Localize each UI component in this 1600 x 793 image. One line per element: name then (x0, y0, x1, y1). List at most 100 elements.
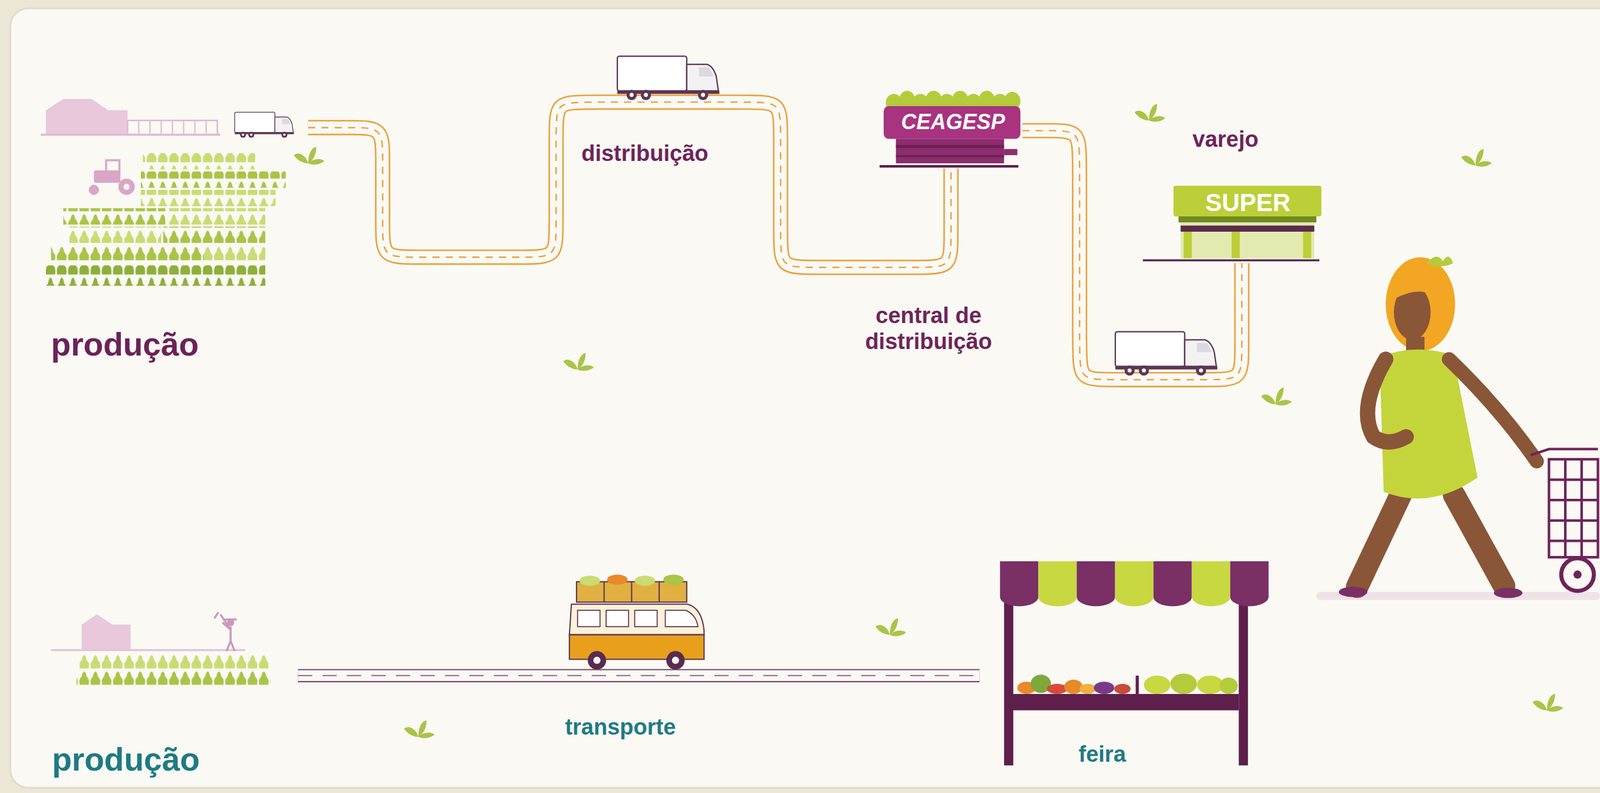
van (666, 650, 685, 670)
stage-label: central de distribuição (864, 303, 992, 355)
van (634, 610, 658, 627)
ceagesp-building (896, 138, 1004, 164)
market-stall (1170, 673, 1197, 694)
supermarket-building (1180, 222, 1315, 259)
road-connector (1022, 130, 1242, 380)
ceagesp-building (1003, 149, 1018, 156)
market-stall (1238, 597, 1249, 766)
farm-illustration (89, 160, 136, 196)
delivery-truck (1115, 331, 1218, 376)
shopper-figure (1493, 587, 1523, 598)
node-label: produção (51, 326, 200, 364)
road-surface (1022, 130, 1242, 380)
sprigs (293, 104, 1563, 739)
shopper-figure (1530, 449, 1598, 456)
market-stall (1010, 693, 1240, 711)
farm-illustration (40, 133, 221, 136)
sprigs (563, 353, 594, 371)
shopper-figure (1316, 256, 1600, 601)
farm-illustration (140, 189, 276, 207)
shopper-figure (1387, 274, 1441, 307)
ceagesp-building (883, 106, 1021, 139)
market-stall (1153, 561, 1193, 607)
farm-illustration (51, 649, 246, 651)
farm-illustration (69, 226, 162, 243)
market-stall (1192, 561, 1231, 607)
market-stall (1093, 681, 1115, 694)
sprigs (875, 618, 907, 637)
farm-illustration (76, 669, 271, 688)
supermarket-building (1180, 225, 1315, 232)
sprigs (1261, 387, 1292, 406)
market-stall (1047, 683, 1068, 694)
farm-illustration (220, 614, 235, 651)
production-area: produção (40, 96, 308, 368)
farm-illustration (45, 265, 266, 286)
market-stall (1143, 675, 1171, 694)
market-stall (1064, 679, 1083, 694)
shopper-figure (1338, 586, 1368, 597)
farm-illustration (140, 171, 286, 189)
supermarket-building (1143, 185, 1322, 260)
sprigs (1134, 104, 1166, 123)
van (663, 574, 684, 585)
road-surface (297, 670, 980, 681)
shopper-figure (1548, 459, 1598, 558)
road-edge (297, 669, 980, 683)
farm-illustration (81, 614, 131, 651)
node-label: produção (51, 741, 200, 779)
shopper-figure (1573, 570, 1582, 579)
production-area: produção (45, 608, 299, 781)
market-stall (1230, 561, 1269, 607)
sprigs (1532, 693, 1564, 712)
farm-illustration (138, 120, 206, 135)
van (607, 574, 628, 585)
farm-illustration (142, 153, 255, 170)
shopper-figure (1357, 489, 1404, 587)
farm-illustration (224, 618, 237, 621)
van (672, 656, 680, 664)
farm-illustration (45, 99, 128, 136)
van (579, 575, 601, 586)
road-center-line (308, 101, 951, 268)
connector-label: transporte (561, 714, 680, 741)
van (577, 610, 601, 627)
market-stall-box: feira (979, 559, 1276, 774)
card-ground (10, 8, 1600, 788)
delivery-truck (617, 56, 720, 100)
road-connector (297, 675, 980, 677)
road-surface (308, 101, 951, 268)
farm-illustration (51, 244, 205, 262)
farm-illustration (51, 612, 271, 688)
farm-illustration (63, 208, 166, 225)
stage-label: varejo (1192, 126, 1259, 153)
farm-illustration (123, 183, 130, 190)
farm-illustration (163, 226, 266, 243)
sprigs (1461, 149, 1493, 167)
shopper-figure (1453, 495, 1504, 586)
road-edge (308, 101, 951, 268)
node-label: CEAGESP (901, 109, 1006, 134)
supermarket-building (1302, 231, 1312, 259)
ceagesp-building (879, 165, 1019, 168)
van (665, 610, 699, 627)
van (569, 604, 704, 635)
road-edge (1022, 130, 1242, 380)
supermarket-building (1231, 231, 1240, 259)
supermarket-building (1178, 216, 1317, 223)
farm-illustration (118, 178, 136, 196)
road-center-line (1022, 130, 1242, 380)
market-stall (1114, 683, 1131, 694)
supermarket-building (1183, 231, 1193, 259)
sprigs (403, 720, 435, 739)
shopper-figure (1449, 359, 1537, 462)
market-stall (1003, 597, 1014, 766)
shopper-figure (1367, 359, 1407, 442)
distribution-center-sign: CEAGESP (883, 91, 1023, 169)
market-stall (1038, 561, 1077, 607)
shopper-figure (1426, 256, 1454, 267)
supermarket-building (1143, 259, 1320, 262)
farm-illustration (127, 120, 217, 135)
